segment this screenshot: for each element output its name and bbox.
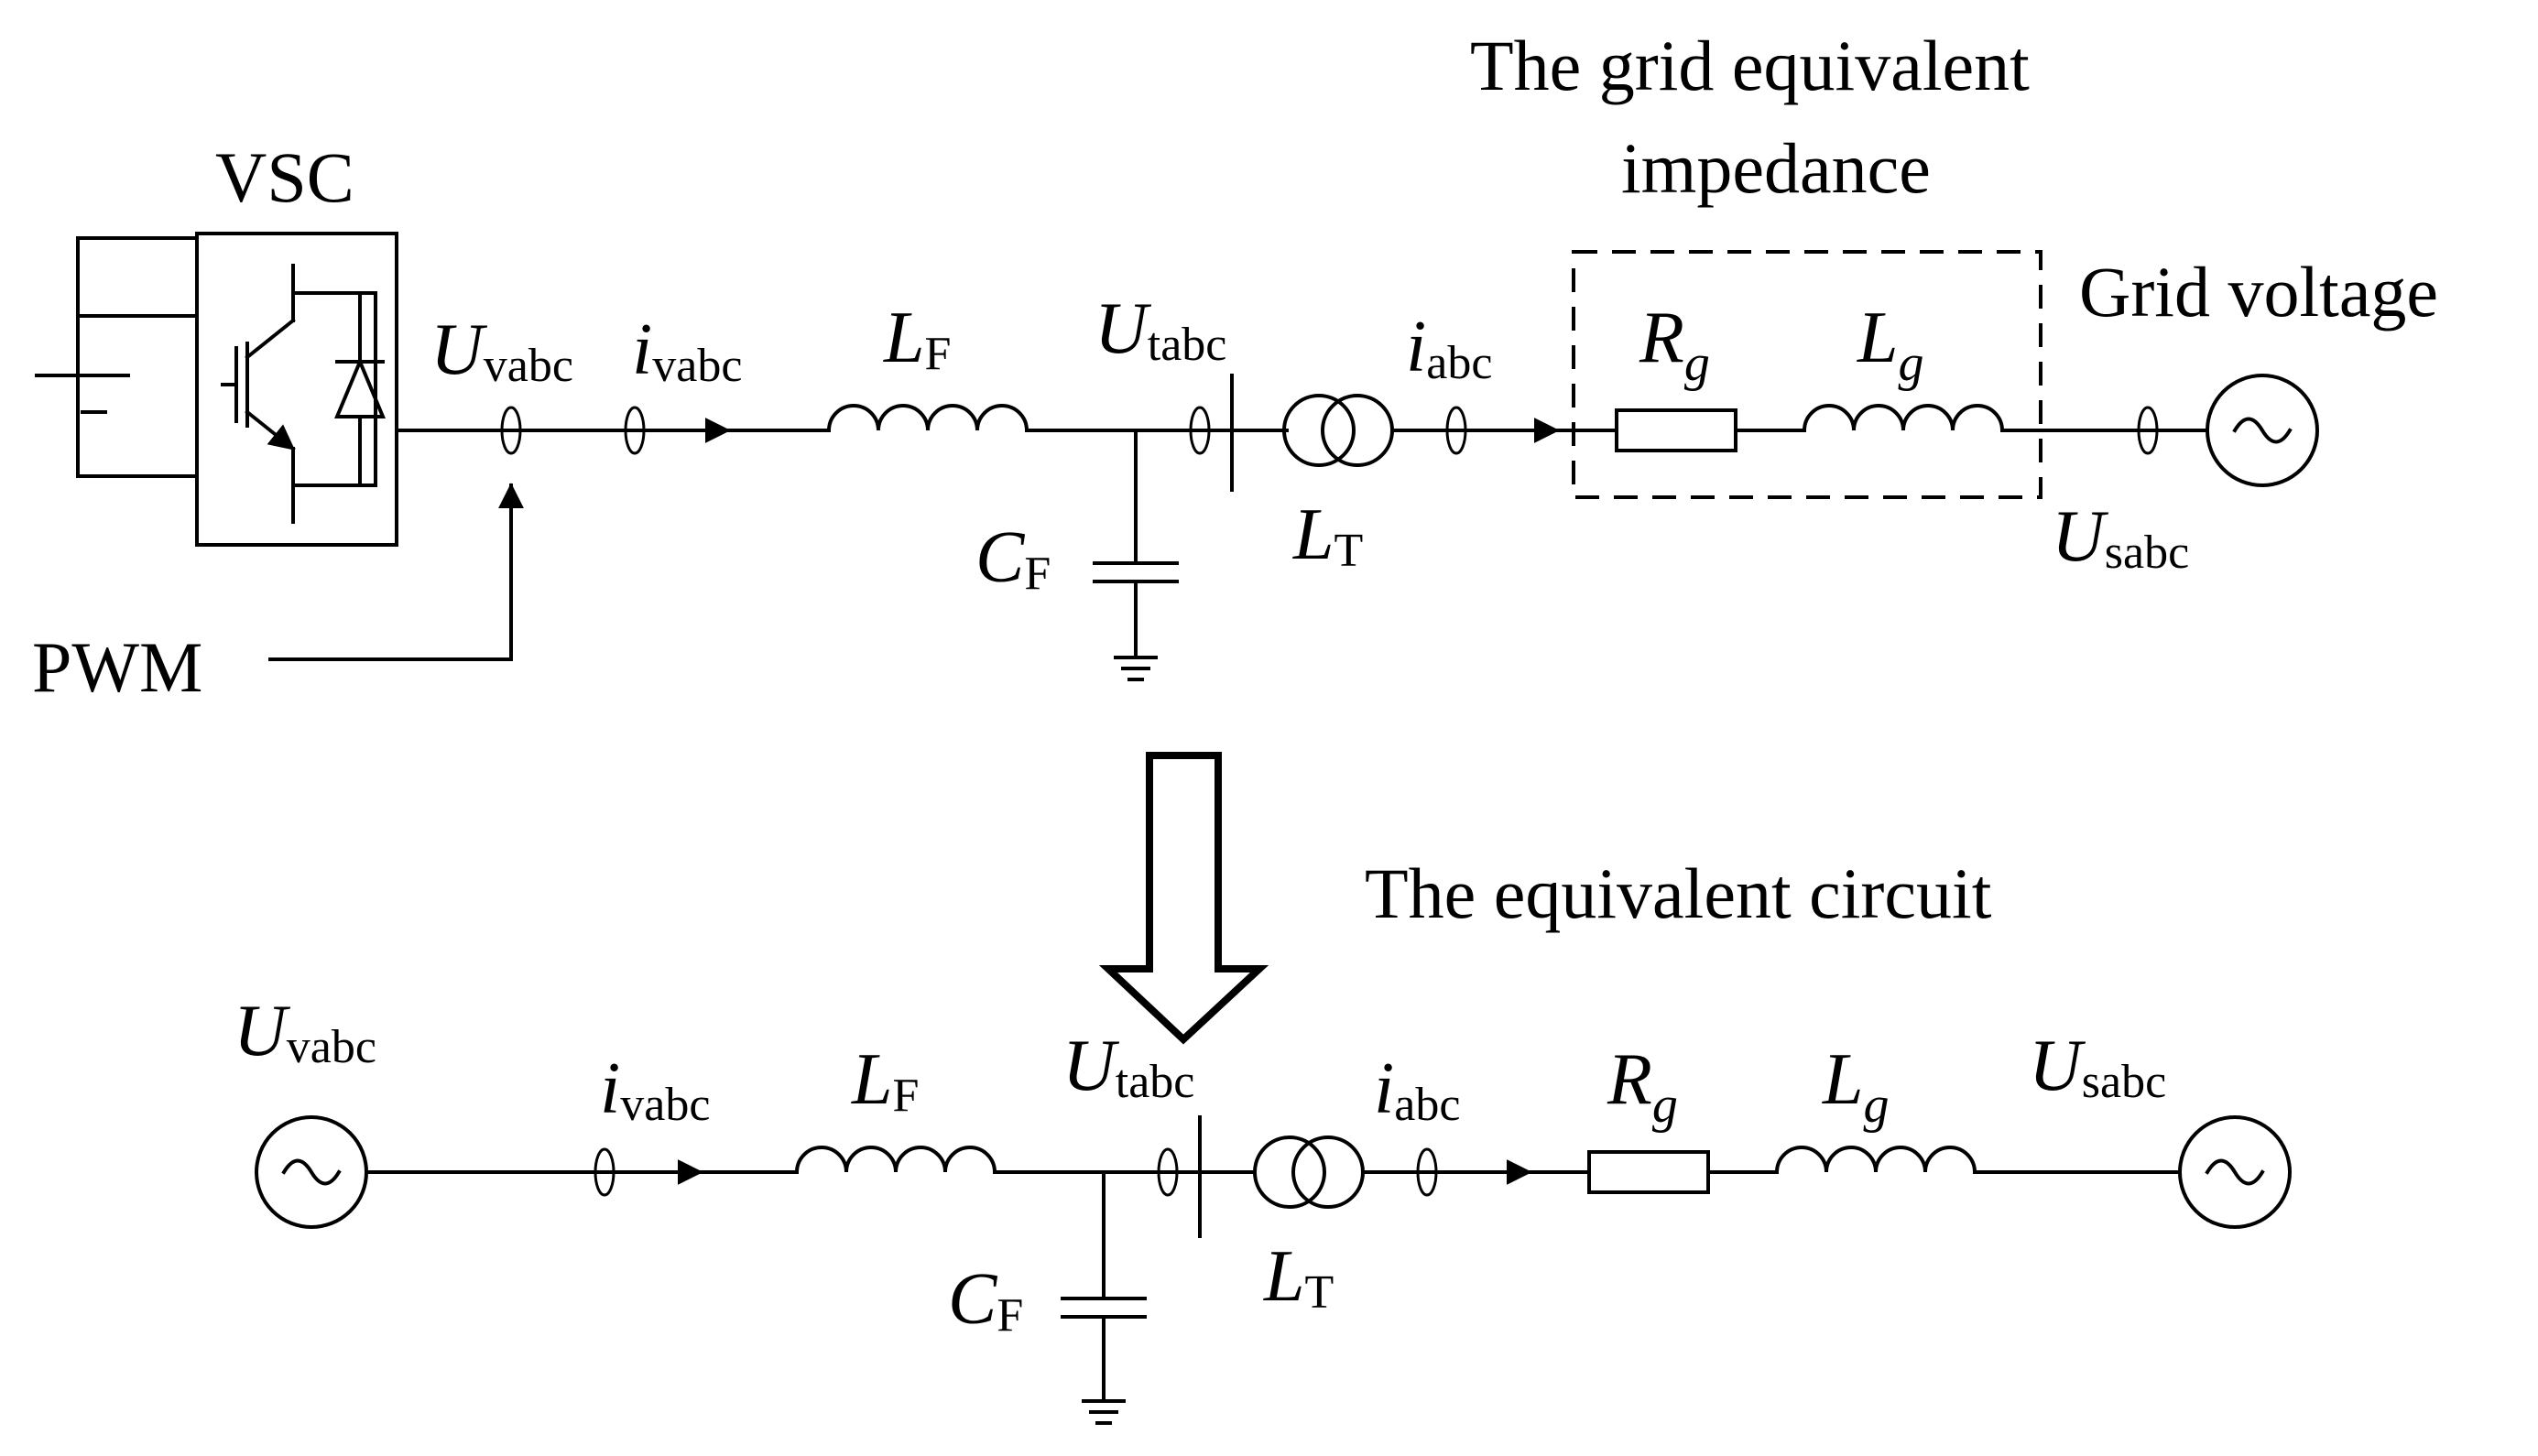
rg-bottom-label: Rg	[1607, 1039, 1678, 1134]
u-sabc-label: Usabc	[2052, 496, 2189, 579]
u-tabc-sensor-bottom-icon	[1157, 1147, 1179, 1197]
u-sabc-sensor-icon	[2137, 406, 2159, 455]
top-circuit: VSC PWM The grid equivalent impedance Gr…	[32, 26, 2438, 707]
i-abc-label: iabc	[1406, 307, 1492, 389]
dc-source-icon	[35, 236, 199, 478]
inductor-lf-icon	[726, 404, 1029, 433]
inductor-lf-bottom-icon	[794, 1146, 997, 1175]
capacitor-cf-icon	[1093, 429, 1179, 681]
grid-impedance-title-line1: The grid equivalent	[1470, 26, 2030, 105]
u-vabc-sensor-icon	[500, 406, 522, 455]
lt-label: LT	[1292, 494, 1363, 577]
grid-impedance-box	[1572, 250, 2042, 499]
diode-icon	[334, 291, 386, 487]
u-sabc-bottom-label: Usabc	[2029, 1026, 2166, 1108]
resistor-rg-bottom-icon	[1587, 1150, 1710, 1194]
u-vabc-label: Uvabc	[430, 310, 573, 392]
lt-bottom-label: LT	[1263, 1236, 1334, 1319]
bottom-circuit: The equivalent circuit	[234, 853, 2292, 1425]
cf-bottom-label: CF	[948, 1259, 1023, 1342]
transformer-lt-bottom-icon	[1253, 1135, 1365, 1209]
capacitor-cf-bottom-icon	[1061, 1170, 1147, 1425]
pwm-label: PWM	[32, 627, 202, 707]
grid-voltage-label: Grid voltage	[2079, 252, 2438, 331]
equivalent-circuit-title: The equivalent circuit	[1365, 853, 1992, 933]
i-vabc-bottom-label: ivabc	[600, 1049, 710, 1131]
u-vabc-bottom-label: Uvabc	[234, 991, 376, 1073]
i-abc-bottom-label: iabc	[1374, 1049, 1460, 1131]
resistor-rg-icon	[1615, 408, 1737, 452]
igbt-icon	[221, 264, 377, 524]
u-tabc-bottom-label: Utabc	[1062, 1026, 1194, 1108]
rg-label: Rg	[1639, 298, 1710, 392]
down-arrow-icon	[1098, 752, 1269, 1045]
u-tabc-sensor-icon	[1189, 406, 1211, 455]
grid-impedance-title-line2: impedance	[1621, 128, 1931, 208]
u-tabc-label: Utabc	[1095, 288, 1226, 371]
lf-label: LF	[883, 298, 951, 380]
transformer-lt-icon	[1282, 394, 1394, 467]
ac-source-icon	[2206, 374, 2319, 487]
lg-bottom-label: Lg	[1822, 1039, 1890, 1134]
ac-source-right-icon	[2178, 1115, 2292, 1229]
ac-source-left-icon	[255, 1115, 368, 1229]
i-vabc-label: ivabc	[632, 310, 742, 392]
vsc-label: VSC	[215, 137, 354, 217]
i-vabc-sensor-icon	[624, 406, 646, 455]
lf-bottom-label: LF	[851, 1039, 919, 1122]
inductor-lg-bottom-icon	[1774, 1146, 1977, 1175]
vsc-block	[195, 232, 398, 547]
cf-label: CF	[975, 517, 1051, 600]
lg-label: Lg	[1857, 298, 1924, 392]
inductor-lg-icon	[1802, 404, 2005, 433]
